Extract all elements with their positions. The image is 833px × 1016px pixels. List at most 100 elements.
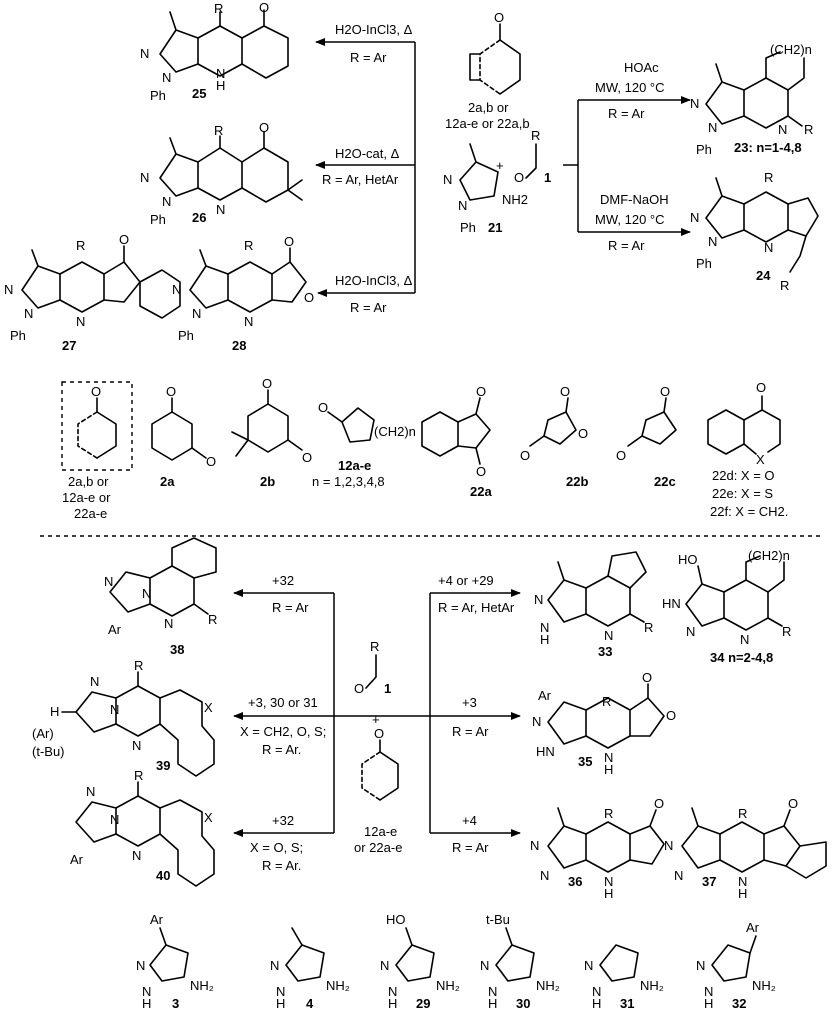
aminopyrazole-21-label: 21 [488, 220, 502, 235]
svg-text:N: N [110, 812, 119, 827]
svg-text:N: N [104, 574, 113, 589]
aminopyrazole-32-label: 32 [732, 996, 746, 1011]
svg-text:N: N [764, 240, 773, 255]
diketone-22f-label: 22f: X = CH2. [710, 504, 788, 519]
product-24-structure: N N R N Ph R [690, 170, 819, 293]
aldehyde-upper-o: O [514, 170, 524, 185]
svg-text:HN: HN [662, 596, 681, 611]
aminopyrazole-3-label: 3 [172, 996, 179, 1011]
product-36-structure: N N R O N H [530, 796, 665, 901]
svg-text:N: N [584, 958, 593, 973]
svg-text:N: N [540, 868, 549, 883]
svg-text:R: R [134, 768, 143, 783]
svg-text:O: O [166, 384, 176, 399]
svg-text:N: N [534, 592, 543, 607]
rgroup-38: R = Ar [272, 600, 309, 615]
svg-text:N: N [740, 632, 749, 647]
svg-text:Ph: Ph [460, 220, 476, 235]
aminopyrazole-29-structure: HO N N H NH₂ [380, 912, 460, 1011]
svg-text:R: R [644, 620, 653, 635]
rgroup-39-line2: R = Ar. [262, 742, 301, 757]
svg-text:H: H [738, 886, 747, 901]
condition-24-line1: DMF-NaOH [600, 192, 669, 207]
diketone-22b-label: 22b [566, 474, 588, 489]
condition-23-line1: HOAc [624, 60, 659, 75]
svg-text:t-Bu: t-Bu [486, 912, 510, 927]
svg-text:N: N [140, 170, 149, 185]
svg-text:N: N [674, 868, 683, 883]
svg-text:N: N [696, 958, 705, 973]
svg-text:H: H [704, 996, 713, 1011]
svg-text:N: N [142, 984, 151, 999]
reagent-40: +32 [272, 813, 294, 828]
svg-text:R: R [370, 639, 379, 654]
svg-text:Ph: Ph [150, 88, 166, 103]
svg-text:O: O [666, 708, 676, 723]
svg-text:R: R [604, 806, 613, 821]
product-25-structure: N N R O H N Ph [140, 0, 289, 103]
condition-24-line2: MW, 120 °C [595, 212, 665, 227]
svg-text:O: O [119, 232, 129, 247]
svg-text:O: O [756, 380, 766, 395]
svg-text:R: R [76, 238, 85, 253]
product-23-label: 23: n=1-4,8 [734, 140, 802, 155]
svg-text:NH₂: NH₂ [326, 978, 350, 993]
product-24-label: 24 [756, 268, 771, 283]
reagent-33-34: +4 or +29 [438, 573, 494, 588]
svg-text:O: O [318, 400, 328, 415]
svg-text:H: H [540, 632, 549, 647]
svg-text:N: N [86, 784, 95, 799]
svg-text:O: O [206, 454, 216, 469]
svg-text:NH₂: NH₂ [190, 978, 214, 993]
svg-text:Ar: Ar [108, 622, 122, 637]
rgroup-23: R = Ar [608, 106, 645, 121]
diketone-12-ch2n: (CH2)n [374, 424, 416, 439]
aminopyrazole-21-nh2: NH2 [502, 192, 528, 207]
svg-text:N: N [24, 306, 33, 321]
svg-text:N: N [443, 172, 452, 187]
aminopyrazole-31-label: 31 [620, 996, 634, 1011]
svg-text:O: O [304, 290, 314, 305]
svg-text:Ar: Ar [746, 920, 760, 935]
diketone-22a: O O [421, 384, 491, 479]
rgroup-40-line1: X = O, S; [250, 840, 303, 855]
svg-text:N: N [704, 984, 713, 999]
product-40-label: 40 [156, 868, 170, 883]
diketone-12a-e: O [318, 400, 375, 443]
svg-text:R: R [738, 806, 747, 821]
svg-text:N: N [132, 848, 141, 863]
product-39-label: 39 [156, 758, 170, 773]
product-33-structure: N N H N R [534, 551, 653, 647]
svg-text:O: O [91, 384, 101, 399]
svg-text:X: X [756, 452, 765, 467]
svg-text:N: N [162, 70, 171, 85]
aminopyrazole-30-label: 30 [516, 996, 530, 1011]
rgroup-26: R = Ar, HetAr [322, 172, 399, 187]
product-39-alt-ar: (Ar) [32, 726, 54, 741]
diketone-2b: O O [231, 376, 312, 465]
svg-text:N: N [778, 122, 787, 137]
svg-text:H: H [276, 996, 285, 1011]
diketone-2a-label: 2a [160, 474, 175, 489]
product-23-ch2n: (CH2)n [770, 42, 812, 57]
svg-text:R: R [208, 612, 217, 627]
rgroup-27-28: R = Ar [350, 300, 387, 315]
svg-text:Ar: Ar [150, 912, 164, 927]
svg-text:Ph: Ph [696, 256, 712, 271]
svg-text:X: X [204, 810, 213, 825]
aminopyrazole-3-structure: Ar N N H NH₂ [136, 912, 214, 1011]
svg-text:N: N [244, 314, 253, 329]
condition-26: H2O-cat, Δ [335, 146, 400, 161]
rgroup-36-37: R = Ar [452, 840, 489, 855]
svg-text:N: N [664, 838, 673, 853]
svg-text:O: O [302, 450, 312, 465]
svg-text:N: N [110, 702, 119, 717]
ketone-lower-structure: O [361, 726, 399, 801]
aminopyrazole-4-label: 4 [306, 996, 314, 1011]
svg-text:H: H [604, 886, 613, 901]
svg-text:N: N [192, 306, 201, 321]
rgroup-33-34: R = Ar, HetAr [438, 600, 515, 615]
svg-text:N: N [162, 194, 171, 209]
reagent-36-37: +4 [462, 813, 477, 828]
